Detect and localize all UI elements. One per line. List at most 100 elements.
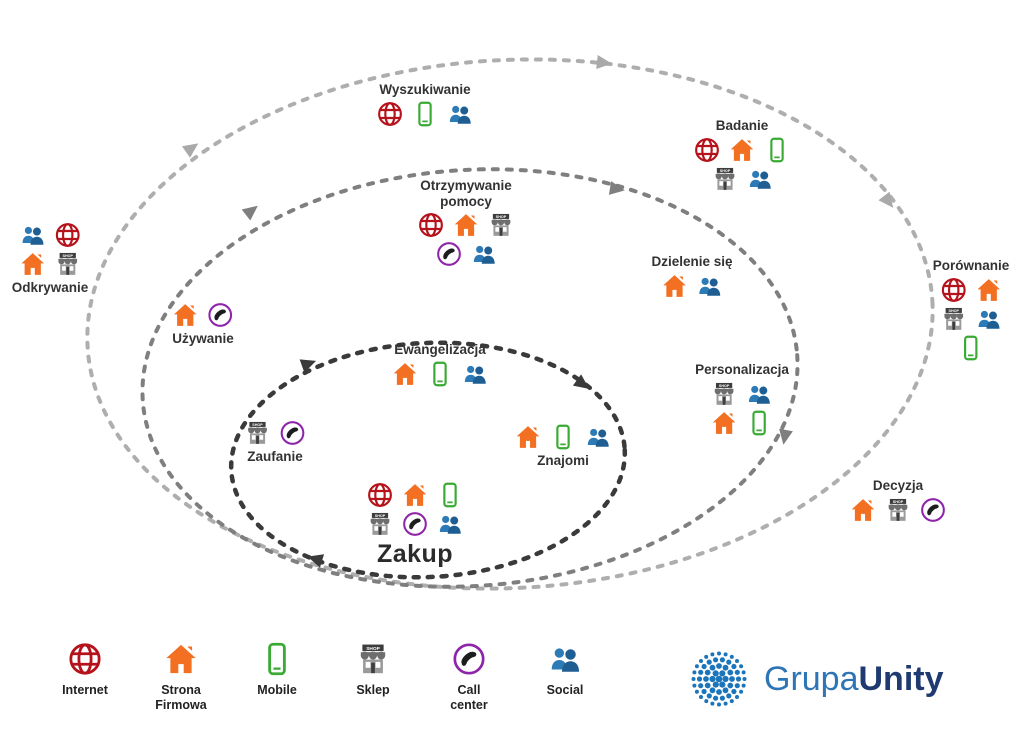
social-icon bbox=[747, 381, 773, 407]
internet-icon bbox=[694, 137, 720, 163]
svg-text:SHOP: SHOP bbox=[719, 168, 730, 172]
mobile-icon bbox=[437, 482, 463, 508]
social-icon bbox=[747, 166, 773, 192]
stage-decyzja-label: Decyzja bbox=[872, 478, 924, 493]
house-icon bbox=[850, 497, 876, 523]
stage-zakup-label: Zakup bbox=[376, 540, 454, 568]
sklep-icon: SHOP bbox=[885, 497, 911, 523]
house-icon bbox=[453, 212, 479, 238]
mobile-icon bbox=[958, 335, 984, 361]
stage-zaufanie: SHOP Zaufanie bbox=[245, 420, 306, 465]
mobile-icon bbox=[550, 424, 576, 450]
social-icon bbox=[437, 511, 463, 537]
legend-item-sklep: SHOP Sklep bbox=[336, 642, 410, 713]
stage-ewangelizacja: Ewangelizacja bbox=[392, 342, 488, 387]
mobile-icon bbox=[260, 642, 294, 676]
grupaunity-logo: GrupaUnity bbox=[688, 648, 944, 710]
logo-word-unity: Unity bbox=[858, 659, 944, 698]
call-icon bbox=[280, 420, 306, 446]
stage-uzywanie: Używanie bbox=[172, 302, 234, 347]
sklep-icon: SHOP bbox=[712, 166, 738, 192]
svg-text:SHOP: SHOP bbox=[366, 646, 380, 652]
legend-item-mobile: Mobile bbox=[240, 642, 314, 713]
social-icon bbox=[548, 642, 582, 676]
social-icon bbox=[447, 101, 473, 127]
house-icon bbox=[515, 424, 541, 450]
sklep-icon: SHOP bbox=[940, 306, 966, 332]
house-icon bbox=[402, 482, 428, 508]
house-icon bbox=[164, 642, 198, 676]
legend-label-sklep: Sklep bbox=[356, 683, 390, 697]
sklep-icon: SHOP bbox=[488, 212, 514, 238]
house-icon bbox=[661, 273, 687, 299]
logo-word-grupa: Grupa bbox=[764, 659, 859, 698]
stage-wyszukiwanie-label: Wyszukiwanie bbox=[379, 82, 471, 97]
stage-zakup: SHOP Zakup bbox=[367, 482, 463, 569]
internet-icon bbox=[68, 642, 102, 676]
svg-text:SHOP: SHOP bbox=[375, 514, 386, 518]
legend-label-house: Strona Firmowa bbox=[155, 683, 207, 712]
mobile-icon bbox=[764, 137, 790, 163]
internet-icon bbox=[367, 482, 393, 508]
internet-icon bbox=[55, 222, 81, 248]
stage-otrzymywanie-pomocy-label: Otrzymywanie pomocy bbox=[420, 178, 512, 209]
sklep-icon: SHOP bbox=[245, 420, 271, 446]
stage-znajomi-label: Znajomi bbox=[537, 453, 589, 468]
social-icon bbox=[585, 424, 611, 450]
call-icon bbox=[436, 241, 462, 267]
legend-item-call: Call center bbox=[432, 642, 506, 713]
svg-text:SHOP: SHOP bbox=[948, 308, 959, 312]
sklep-icon: SHOP bbox=[712, 381, 738, 407]
mobile-icon bbox=[427, 361, 453, 387]
legend-label-internet: Internet bbox=[62, 683, 108, 697]
legend-label-call: Call center bbox=[450, 683, 488, 712]
logo-dot-sphere-icon bbox=[688, 648, 750, 710]
internet-icon bbox=[940, 277, 966, 303]
legend-item-social: Social bbox=[528, 642, 602, 713]
stage-uzywanie-label: Używanie bbox=[172, 331, 234, 346]
svg-text:SHOP: SHOP bbox=[252, 423, 263, 427]
svg-text:SHOP: SHOP bbox=[496, 215, 507, 219]
stage-dzielenie-sie-label: Dzielenie się bbox=[651, 254, 733, 269]
svg-text:SHOP: SHOP bbox=[719, 383, 730, 387]
call-icon bbox=[208, 302, 234, 328]
social-icon bbox=[975, 306, 1001, 332]
house-icon bbox=[392, 361, 418, 387]
stage-odkrywanie: SHOP Odkrywanie bbox=[11, 222, 89, 296]
sklep-icon: SHOP bbox=[367, 511, 393, 537]
stage-badanie-label: Badanie bbox=[715, 118, 769, 133]
call-icon bbox=[920, 497, 946, 523]
stage-zaufanie-label: Zaufanie bbox=[247, 449, 303, 464]
stage-personalizacja-label: Personalizacja bbox=[695, 362, 789, 377]
social-icon bbox=[696, 273, 722, 299]
svg-text:SHOP: SHOP bbox=[62, 254, 73, 258]
sklep-icon: SHOP bbox=[55, 251, 81, 277]
stage-dzielenie-sie: Dzielenie się bbox=[651, 254, 733, 299]
svg-text:SHOP: SHOP bbox=[893, 499, 904, 503]
mobile-icon bbox=[412, 101, 438, 127]
social-icon bbox=[462, 361, 488, 387]
legend-item-house: Strona Firmowa bbox=[144, 642, 218, 713]
stage-ewangelizacja-label: Ewangelizacja bbox=[394, 342, 486, 357]
social-icon bbox=[471, 241, 497, 267]
mobile-icon bbox=[747, 410, 773, 436]
legend-label-social: Social bbox=[546, 683, 584, 697]
logo-text: GrupaUnity bbox=[764, 660, 944, 699]
stage-odkrywanie-label: Odkrywanie bbox=[11, 280, 89, 295]
internet-icon bbox=[377, 101, 403, 127]
internet-icon bbox=[418, 212, 444, 238]
stage-porownanie-label: Porównanie bbox=[932, 258, 1010, 273]
call-icon bbox=[402, 511, 428, 537]
stage-wyszukiwanie: Wyszukiwanie bbox=[377, 82, 473, 127]
call-icon bbox=[452, 642, 486, 676]
legend-item-internet: Internet bbox=[48, 642, 122, 713]
social-icon bbox=[20, 222, 46, 248]
